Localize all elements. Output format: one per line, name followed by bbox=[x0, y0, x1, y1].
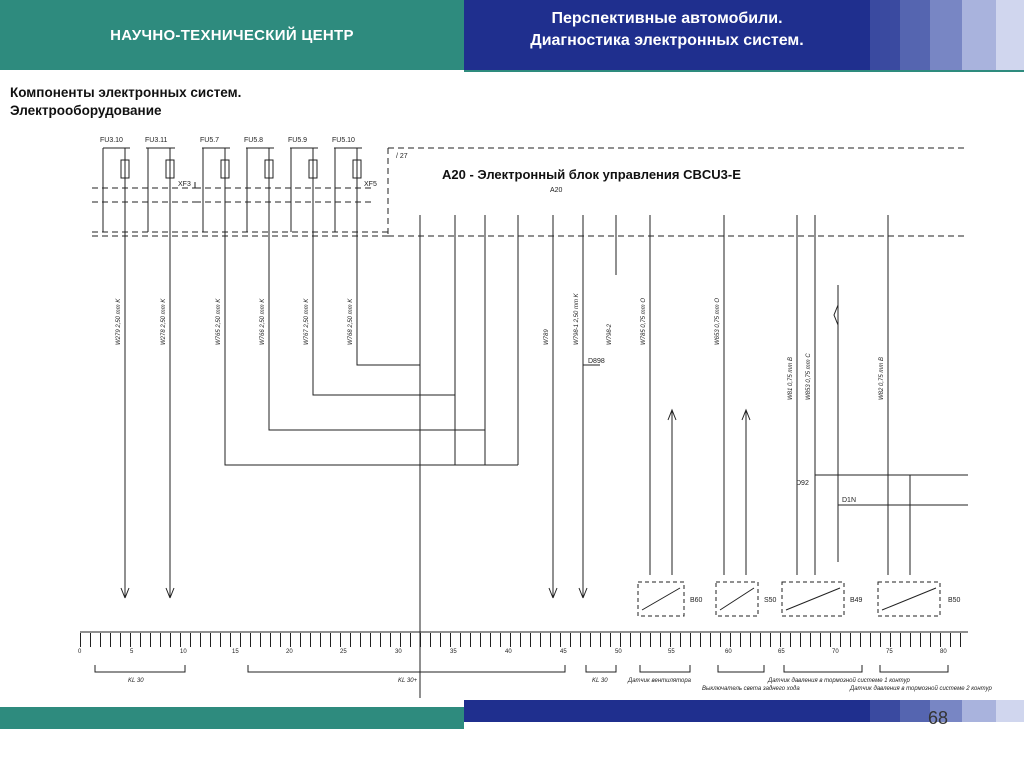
scale-num-1: 0 bbox=[78, 649, 82, 655]
ecu-code-label: A20 bbox=[550, 187, 563, 194]
header-strip-2 bbox=[900, 0, 930, 70]
group-label-1: KL 30 bbox=[128, 678, 144, 684]
scale-num-10: 45 bbox=[560, 649, 567, 655]
fuse-label-5: FU5.9 bbox=[288, 137, 307, 144]
header-title-line2: Диагностика электронных систем. bbox=[530, 32, 804, 49]
fuse-label-4: FU5.8 bbox=[244, 137, 263, 144]
header-strip-1 bbox=[870, 0, 900, 70]
header-left-band: НАУЧНО-ТЕХНИЧЕСКИЙ ЦЕНТР bbox=[0, 0, 464, 70]
wire-label-9: W798-2 bbox=[607, 323, 613, 345]
subtitle-line2: Электрооборудование bbox=[10, 103, 162, 118]
scale-num-5: 20 bbox=[286, 649, 293, 655]
scale-num-6: 25 bbox=[340, 649, 347, 655]
footer-strip-4 bbox=[962, 700, 996, 722]
wire-label-1: W279 2,50 mm K bbox=[116, 298, 122, 345]
node-label-3: D1N bbox=[842, 497, 856, 504]
ecu-corner-label: / 27 bbox=[396, 153, 408, 160]
footer-strip-2 bbox=[900, 700, 930, 722]
header-rule bbox=[464, 70, 1024, 72]
sensor-label-2: S50 bbox=[764, 597, 777, 604]
scale-num-13: 60 bbox=[725, 649, 732, 655]
connector-label-2: XF5 bbox=[364, 181, 377, 188]
wire-label-3: W765 2,50 mm K bbox=[216, 298, 222, 345]
ecu-title: A20 - Электронный блок управления CBCU3-… bbox=[442, 167, 741, 182]
wire-label-6: W768 2,50 mm K bbox=[348, 298, 354, 345]
group-label-6: Датчик давления в тормозной системе 1 ко… bbox=[767, 677, 911, 684]
header-strip-4 bbox=[962, 0, 996, 70]
wire-label-14: W82 0,75 mm B bbox=[879, 357, 885, 400]
footer-left-band bbox=[0, 707, 464, 729]
group-label-3: KL 30 bbox=[592, 678, 608, 684]
sensor-label-1: B60 bbox=[690, 597, 703, 604]
wire-label-2: W278 2,50 mm K bbox=[161, 298, 167, 345]
page-number: 68 bbox=[928, 708, 949, 728]
footer-strip-3 bbox=[930, 700, 962, 722]
scale-num-7: 30 bbox=[395, 649, 402, 655]
subtitle-line1: Компоненты электронных систем. bbox=[10, 85, 242, 100]
scale-num-15: 70 bbox=[832, 649, 839, 655]
wire-label-4: W766 2,50 mm K bbox=[260, 298, 266, 345]
scale-num-4: 15 bbox=[232, 649, 239, 655]
scale-num-14: 65 bbox=[778, 649, 785, 655]
header-left-title: НАУЧНО-ТЕХНИЧЕСКИЙ ЦЕНТР bbox=[110, 26, 354, 44]
wire-label-10: W785 0,75 mm O bbox=[641, 298, 647, 345]
fuse-label-6: FU5.10 bbox=[332, 137, 355, 144]
scale-num-8: 35 bbox=[450, 649, 457, 655]
wire-label-13: W853 0,75 mm C bbox=[806, 353, 812, 400]
footer-strip-1 bbox=[870, 700, 900, 722]
scale-num-3: 10 bbox=[180, 649, 187, 655]
scale-num-12: 55 bbox=[668, 649, 675, 655]
scale-num-16: 75 bbox=[886, 649, 893, 655]
node-label-1: D898 bbox=[588, 358, 605, 365]
node-label-2: D92 bbox=[796, 480, 809, 487]
group-label-4: Датчик вентилятора bbox=[627, 678, 692, 684]
wire-label-5: W767 2,50 mm K bbox=[304, 298, 310, 345]
group-label-2: KL 30+ bbox=[398, 678, 418, 684]
wire-label-11: W653 0,75 mm O bbox=[715, 298, 721, 345]
fuse-label-2: FU3.11 bbox=[145, 137, 168, 144]
footer-right-band bbox=[464, 700, 870, 722]
header-strip-5 bbox=[996, 0, 1024, 70]
wire-label-7: W789 bbox=[544, 329, 550, 345]
sensor-label-3: B49 bbox=[850, 597, 863, 604]
scale-num-2: 5 bbox=[130, 649, 134, 655]
wiring-diagram: FU3.10 FU3.11 FU5.7 FU5.8 FU5.9 FU5.10 X… bbox=[78, 137, 993, 698]
wire-label-12: W81 0,75 mm B bbox=[788, 357, 794, 400]
connector-label-1: XF3 bbox=[178, 181, 191, 188]
scale-num-17: 80 bbox=[940, 649, 947, 655]
fuse-label-1: FU3.10 bbox=[100, 137, 123, 144]
fuse-label-3: FU5.7 bbox=[200, 137, 219, 144]
footer-strip-5 bbox=[996, 700, 1024, 722]
header-right-band: Перспективные автомобили. Диагностика эл… bbox=[464, 0, 870, 70]
scale-num-9: 40 bbox=[505, 649, 512, 655]
sensor-label-4: B50 bbox=[948, 597, 961, 604]
header-title-line1: Перспективные автомобили. bbox=[551, 10, 783, 27]
wire-label-8: W798-1 2,50 mm K bbox=[574, 292, 580, 345]
scale-num-11: 50 bbox=[615, 649, 622, 655]
group-label-5: Выключатель света заднего хода bbox=[702, 686, 800, 692]
header-strip-3 bbox=[930, 0, 962, 70]
group-label-7: Датчик давления в тормозной системе 2 ко… bbox=[849, 685, 993, 692]
slide-subtitle: Компоненты электронных систем. Электрооб… bbox=[10, 84, 241, 120]
